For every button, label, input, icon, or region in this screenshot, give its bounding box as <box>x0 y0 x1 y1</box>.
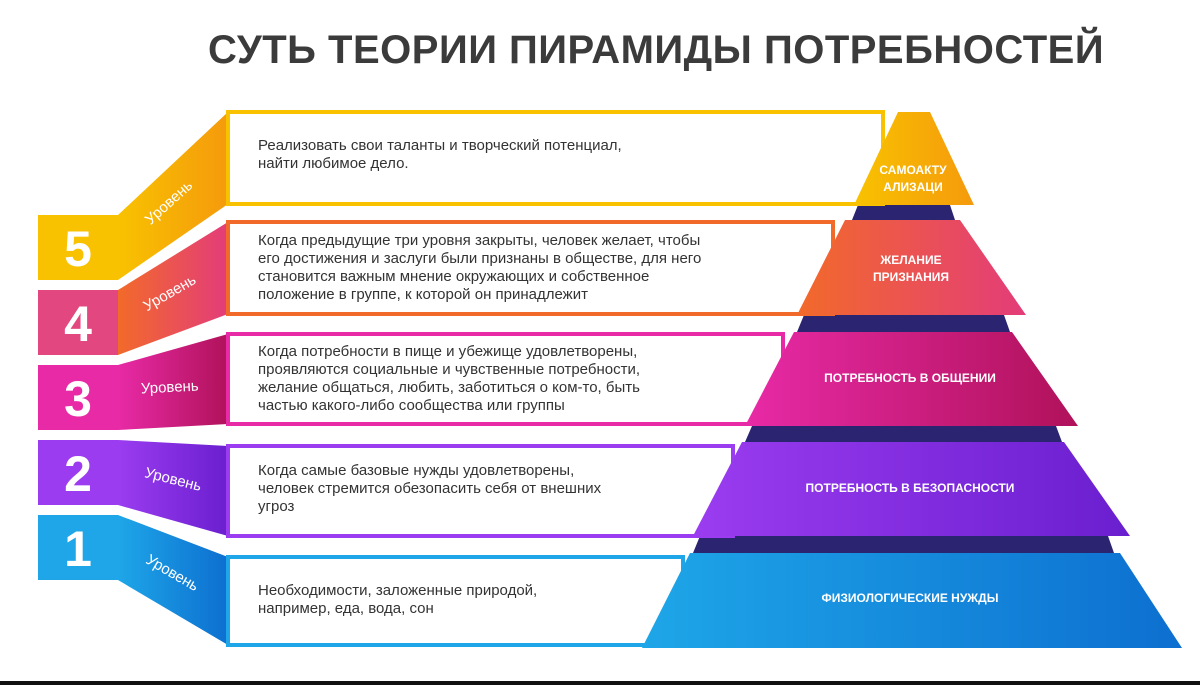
description-line: проявляются социальные и чувственные пот… <box>258 361 640 378</box>
level-1-ribbon <box>118 515 228 645</box>
level-3-name: ПОТРЕБНОСТЬ В ОБЩЕНИИ <box>824 371 996 385</box>
level-1-number: 1 <box>64 521 92 577</box>
pyramid-gap-band <box>852 205 955 220</box>
description-line: частью какого-либо сообщества или группы <box>258 397 565 414</box>
description-line: положение в группе, к которой он принадл… <box>258 286 588 303</box>
level-4-name-line-2: ПРИЗНАНИЯ <box>873 270 949 284</box>
description-line: человек стремится обезопасить себя от вн… <box>258 480 602 497</box>
pyramid-tier-3 <box>745 332 1078 426</box>
level-1-description: Необходимости, заложенные природой, напр… <box>258 582 668 618</box>
level-2-description: Когда самые базовые нужды удовлетворены,… <box>258 462 718 516</box>
description-line: Когда самые базовые нужды удовлетворены, <box>258 462 575 479</box>
pyramid-tier-5 <box>854 112 974 205</box>
description-line: Когда потребности в пище и убежище удовл… <box>258 343 638 360</box>
level-4-description: Когда предыдущие три уровня закрыты, чел… <box>258 232 818 304</box>
level-5-name-line-1: САМОАКТУ <box>879 163 947 177</box>
description-line: найти любимое дело. <box>258 155 409 172</box>
pyramid-gap-band <box>745 426 1062 442</box>
level-1-number-block <box>38 515 118 580</box>
description-line: Реализовать свои таланты и творческий по… <box>258 137 622 154</box>
description-line: Необходимости, заложенные природой, <box>258 582 538 599</box>
description-line: угроз <box>258 498 295 515</box>
pyramid-gap-band <box>693 536 1114 553</box>
level-2-number-block <box>38 440 118 505</box>
level-3-description: Когда потребности в пище и убежище удовл… <box>258 343 768 415</box>
level-3-ribbon-label: Уровень <box>140 377 199 397</box>
level-4-card <box>226 220 835 316</box>
description-line: Когда предыдущие три уровня закрыты, чел… <box>258 232 701 249</box>
level-2-name: ПОТРЕБНОСТЬ В БЕЗОПАСНОСТИ <box>806 481 1015 495</box>
level-5-name-line-2: АЛИЗАЦИ <box>883 180 942 194</box>
level-3-ribbon <box>118 334 228 430</box>
description-line: его достижения и заслуги были признаны в… <box>258 250 702 267</box>
level-5-number: 5 <box>64 221 92 277</box>
level-4-ribbon <box>118 222 228 355</box>
level-3-card <box>226 332 785 426</box>
pyramid-tier-1 <box>642 553 1182 648</box>
level-4-name-line-1: ЖЕЛАНИЕ <box>879 253 941 267</box>
pyramid-gap-band <box>797 315 1010 332</box>
bottom-divider <box>0 681 1200 685</box>
pyramid-tier-2 <box>693 442 1130 536</box>
level-4-number: 4 <box>64 296 92 352</box>
level-2-number: 2 <box>64 446 92 502</box>
level-5-description: Реализовать свои таланты и творческий по… <box>258 137 868 173</box>
description-line: становится важным мнение окружающих и со… <box>258 268 650 285</box>
level-2-card <box>226 444 735 538</box>
level-5-ribbon <box>118 112 228 280</box>
pyramid-tier-4 <box>797 220 1026 315</box>
level-5-number-block <box>38 215 118 280</box>
page-title: СУТЬ ТЕОРИИ ПИРАМИДЫ ПОТРЕБНОСТЕЙ <box>208 28 1105 72</box>
level-4-number-block <box>38 290 118 355</box>
description-line: например, еда, вода, сон <box>258 600 434 617</box>
level-3-number: 3 <box>64 371 92 427</box>
level-3-number-block <box>38 365 118 430</box>
level-1-card <box>226 555 685 647</box>
level-1-name: ФИЗИОЛОГИЧЕСКИЕ НУЖДЫ <box>822 591 999 605</box>
description-line: желание общаться, любить, заботиться о к… <box>258 379 640 396</box>
level-2-ribbon <box>118 440 228 536</box>
